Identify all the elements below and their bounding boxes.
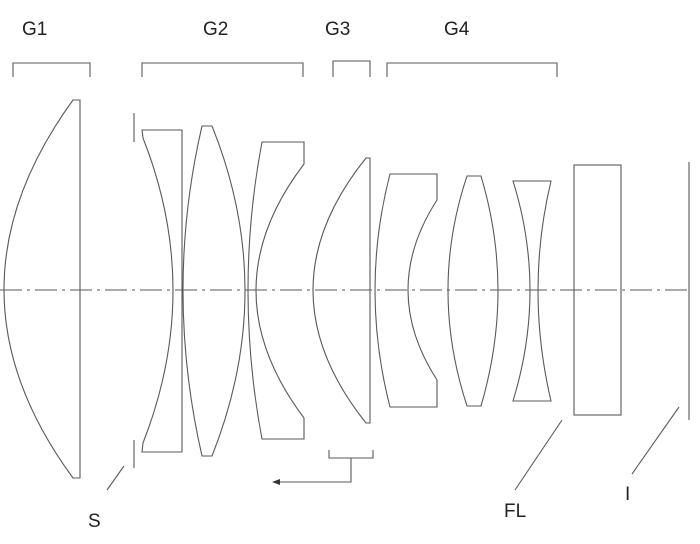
lens-3 — [182, 125, 246, 457]
filter-leader — [514, 419, 563, 491]
stop-leader — [106, 465, 125, 491]
image-plane-leader — [631, 406, 680, 475]
bracket-g4 — [386, 62, 558, 77]
focus-movement-bracket — [278, 450, 374, 483]
group-label-g3: G3 — [325, 19, 350, 40]
lens-7 — [447, 175, 499, 407]
callout-image-plane: I — [625, 484, 630, 505]
filter-plate — [573, 164, 622, 416]
lens-4 — [247, 141, 305, 440]
bracket-g3 — [332, 60, 371, 77]
arrow-left-icon — [272, 479, 280, 485]
lens-2 — [141, 129, 183, 453]
lens-1 — [3, 99, 81, 479]
lens-6 — [374, 173, 438, 408]
lens-8 — [512, 180, 552, 402]
bracket-g2 — [141, 62, 304, 77]
group-label-g4: G4 — [444, 19, 470, 40]
callout-stop: S — [88, 511, 101, 532]
group-label-g2: G2 — [203, 19, 228, 40]
bracket-g1 — [12, 62, 91, 77]
lens-5 — [312, 157, 371, 424]
group-label-g1: G1 — [22, 19, 47, 40]
callout-filter: FL — [504, 501, 526, 522]
